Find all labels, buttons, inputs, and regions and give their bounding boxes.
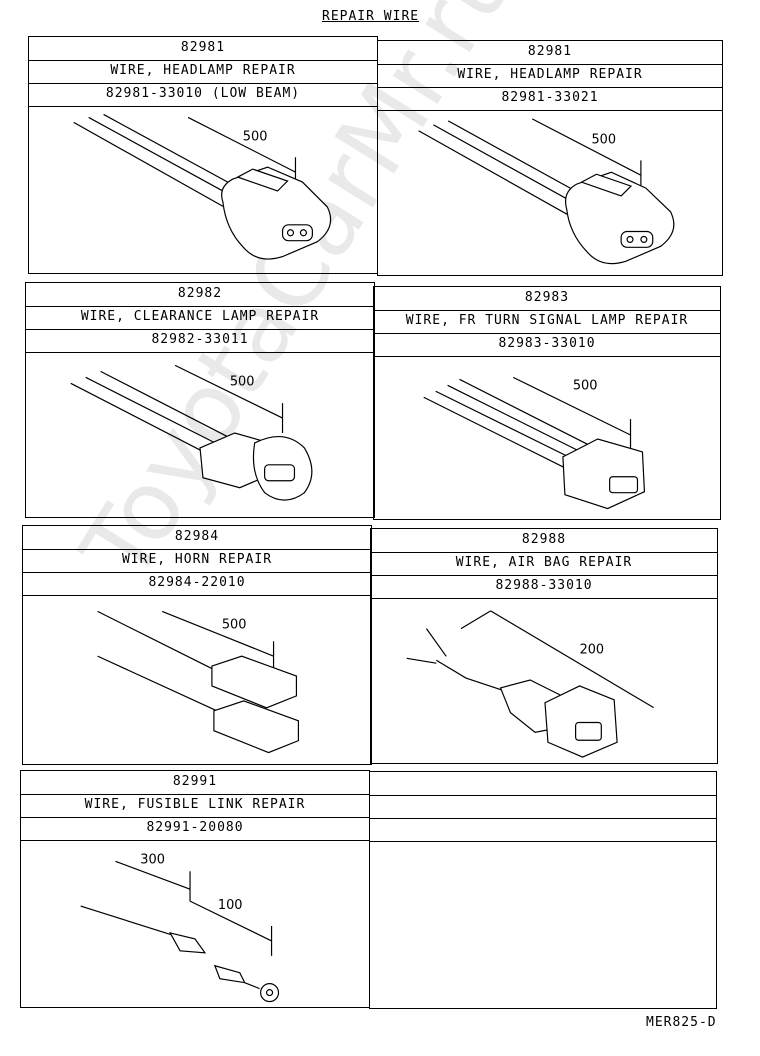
part-code: 82984 <box>23 526 371 550</box>
headlamp-connector-illustration: 500 <box>29 107 377 273</box>
part-number <box>370 818 716 842</box>
part-number: 82984-22010 <box>23 572 371 596</box>
part-name: WIRE, FR TURN SIGNAL LAMP REPAIR <box>374 310 720 334</box>
horn-terminal-illustration: 500 <box>23 596 371 764</box>
clearance-lamp-connector-illustration: 500 <box>26 353 374 517</box>
dimension-label: 500 <box>243 129 268 144</box>
part-code <box>370 772 716 796</box>
repair-wire-cell-clearance-lamp: 82982 WIRE, CLEARANCE LAMP REPAIR 82982-… <box>25 282 375 518</box>
page-title: REPAIR WIRE <box>322 9 420 24</box>
turn-signal-connector-illustration: 500 <box>374 357 720 519</box>
part-name: WIRE, AIR BAG REPAIR <box>371 552 717 576</box>
headlamp-connector-illustration: 500 <box>378 111 722 275</box>
dimension-label: 200 <box>580 642 605 657</box>
repair-wire-cell-headlamp: 82981 WIRE, HEADLAMP REPAIR 82981-33021 … <box>377 40 723 276</box>
dimension-label-secondary: 100 <box>218 898 243 913</box>
dimension-label: 500 <box>573 378 598 393</box>
repair-wire-cell-headlamp-low-beam: 82981 WIRE, HEADLAMP REPAIR 82981-33010 … <box>28 36 378 274</box>
dimension-label: 300 <box>140 852 165 867</box>
part-number: 82982-33011 <box>26 329 374 353</box>
part-name: WIRE, HEADLAMP REPAIR <box>378 64 722 88</box>
air-bag-connector-illustration: 200 <box>371 599 717 763</box>
document-code: MER825-D <box>646 1015 717 1030</box>
part-number: 82991-20080 <box>21 817 369 841</box>
part-number: 82983-33010 <box>374 333 720 357</box>
repair-wire-cell-fr-turn-signal-lamp: 82983 WIRE, FR TURN SIGNAL LAMP REPAIR 8… <box>373 286 721 520</box>
repair-wire-cell-air-bag: 82988 WIRE, AIR BAG REPAIR 82988-33010 2… <box>370 528 718 764</box>
part-name <box>370 795 716 819</box>
dimension-label: 500 <box>591 133 616 148</box>
part-name: WIRE, HORN REPAIR <box>23 549 371 573</box>
repair-wire-cell-fusible-link: 82991 WIRE, FUSIBLE LINK REPAIR 82991-20… <box>20 770 370 1008</box>
part-number: 82981-33010 (LOW BEAM) <box>29 83 377 107</box>
part-name: WIRE, CLEARANCE LAMP REPAIR <box>26 306 374 330</box>
part-number: 82981-33021 <box>378 87 722 111</box>
part-code: 82982 <box>26 283 374 307</box>
repair-wire-cell-horn: 82984 WIRE, HORN REPAIR 82984-22010 500 <box>22 525 372 765</box>
fusible-link-illustration: 300 100 <box>21 841 369 1007</box>
part-code: 82988 <box>371 529 717 553</box>
dimension-label: 500 <box>230 374 255 389</box>
part-number: 82988-33010 <box>371 575 717 599</box>
part-name: WIRE, FUSIBLE LINK REPAIR <box>21 794 369 818</box>
part-code: 82991 <box>21 771 369 795</box>
part-code: 82983 <box>374 287 720 311</box>
part-code: 82981 <box>29 37 377 61</box>
repair-wire-cell-empty <box>369 771 717 1009</box>
part-name: WIRE, HEADLAMP REPAIR <box>29 60 377 84</box>
dimension-label: 500 <box>222 617 247 632</box>
part-code: 82981 <box>378 41 722 65</box>
